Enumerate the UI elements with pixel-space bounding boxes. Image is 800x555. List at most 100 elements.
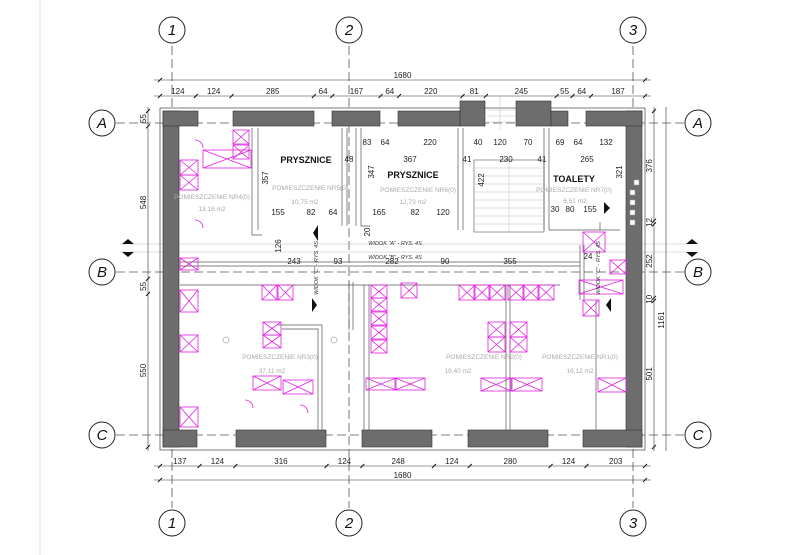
furniture-cabinet: [365, 377, 397, 391]
dim-label: 64: [381, 138, 390, 147]
wall-bottom-segment: [361, 429, 433, 448]
dimension-label: 548: [139, 195, 148, 209]
svg-text:POMIESZCZENIE NR6(0): POMIESZCZENIE NR6(0): [380, 187, 456, 194]
dim-label: 64: [329, 208, 338, 217]
furniture-cabinet: [370, 325, 388, 340]
svg-text:POMIESZCZENIE NR7(0): POMIESZCZENIE NR7(0): [536, 187, 612, 194]
dim-label: 265: [580, 155, 594, 164]
svg-text:POMIESZCZENIE NR5(0): POMIESZCZENIE NR5(0): [272, 185, 348, 192]
dimension-label: 12: [645, 218, 654, 227]
wall-top-stair-segment: [459, 100, 486, 127]
dimension-label: 55: [560, 87, 569, 96]
dimension-label: 124: [562, 457, 576, 466]
furniture-cabinet: [179, 406, 199, 428]
furniture-cabinet: [370, 284, 388, 299]
dimension-tick: [651, 218, 657, 224]
furniture-cabinet: [179, 257, 199, 271]
door-swing-icon: [194, 139, 204, 149]
dimension-tick: [651, 298, 657, 304]
dim-label: 120: [436, 208, 450, 217]
furniture-cabinet: [262, 321, 282, 336]
axis-bubble-3-top: 3: [619, 16, 647, 44]
dimension-label: 203: [609, 457, 623, 466]
furniture-cabinet: [261, 284, 278, 301]
wall-top-segment: [585, 110, 643, 127]
furniture-cabinet: [179, 159, 199, 176]
svg-text:2: 2: [344, 515, 354, 532]
dimension-total-label: 1680: [394, 471, 412, 480]
dimension-tick: [145, 291, 151, 297]
dimension-tick: [197, 463, 202, 469]
dim-label: 347: [367, 165, 376, 179]
dim-label: 48: [345, 155, 354, 164]
axis-bubbles: 1 2 3 1 2 3 A B C A B C: [88, 16, 712, 537]
dimension-tick: [588, 93, 594, 99]
dimension-tick: [157, 93, 163, 99]
dimension-label: 316: [274, 457, 288, 466]
dimension-tick: [483, 93, 489, 99]
svg-text:B: B: [97, 264, 107, 281]
dim-label: 357: [261, 171, 270, 185]
dim-label: 220: [423, 138, 437, 147]
dim-label: 41: [463, 155, 472, 164]
furniture-cabinet: [277, 284, 294, 301]
dimension-tick: [467, 463, 473, 469]
dimension-tick: [329, 93, 335, 99]
furniture-cabinet: [537, 284, 555, 301]
dim-label: 80: [566, 205, 575, 214]
wall-top-segment: [331, 110, 381, 127]
axis-bubble-2-bottom: 2: [335, 509, 363, 537]
dimension-tick: [642, 477, 648, 483]
dim-label: 120: [493, 138, 507, 147]
dimension-label: 137: [173, 457, 187, 466]
furniture-cabinet: [202, 149, 252, 169]
furniture-cabinet: [609, 259, 627, 275]
furniture-cabinet: [179, 174, 199, 191]
svg-text:12,73 m2: 12,73 m2: [399, 199, 426, 206]
dimension-label: 64: [319, 87, 328, 96]
room-label-nr5: PRYSZNICE POMIESZCZENIE NR5(0) 10,75 m2: [272, 155, 348, 206]
dimension-tick: [570, 93, 575, 99]
fixture-marker: [633, 179, 640, 186]
dim-label: 69: [556, 138, 565, 147]
dim-label: 70: [524, 138, 533, 147]
dimension-label: 376: [645, 159, 654, 173]
view-label-b: WIDOK "B" - RYS. 4S: [368, 255, 422, 261]
axis-bubble-1-top: 1: [158, 16, 186, 44]
dimension-label: 124: [445, 457, 459, 466]
dimension-tick: [642, 93, 648, 99]
dimension-label: 248: [391, 457, 405, 466]
dimension-label: 167: [350, 87, 364, 96]
dim-label: 422: [477, 173, 486, 187]
dimension-tick: [651, 108, 657, 114]
svg-text:A: A: [96, 115, 107, 132]
wall-bottom-segment: [235, 429, 327, 448]
dimension-tick: [145, 123, 151, 129]
room-label-nr1: POMIESZCZENIE NR1(0) 19,12 m2: [542, 354, 618, 375]
dimension-label: 187: [611, 87, 625, 96]
dim-label: 155: [583, 205, 597, 214]
dim-label: 243: [287, 257, 301, 266]
corridor-wall: [180, 261, 580, 286]
view-label-c: WIDOK "C" - RYS. 4S: [314, 241, 320, 295]
svg-text:1: 1: [168, 22, 176, 39]
dimension-tick: [360, 463, 365, 469]
dimension-tick: [378, 93, 383, 99]
axis-bubble-c-left: C: [88, 421, 116, 449]
dimension-tick: [460, 93, 465, 99]
interior-dimensions: 83 64 220 40 120 70 69 64 132 48 367 41 …: [261, 138, 624, 266]
outer-wall-outline: [159, 107, 646, 451]
dim-label: 30: [551, 205, 560, 214]
axis-bubble-1-bottom: 1: [158, 509, 186, 537]
axis-bubble-b-left: B: [88, 258, 116, 286]
svg-text:37,11 m2: 37,11 m2: [259, 368, 286, 375]
wall-bottom-segment: [162, 429, 198, 448]
dim-label: 82: [411, 208, 420, 217]
partition-wall: [355, 128, 464, 230]
dimension-tick: [229, 93, 234, 99]
dim-label: 93: [334, 257, 343, 266]
svg-text:3: 3: [629, 515, 638, 532]
dimension-label: 55: [139, 114, 148, 123]
view-arrow-icon: [606, 298, 611, 312]
